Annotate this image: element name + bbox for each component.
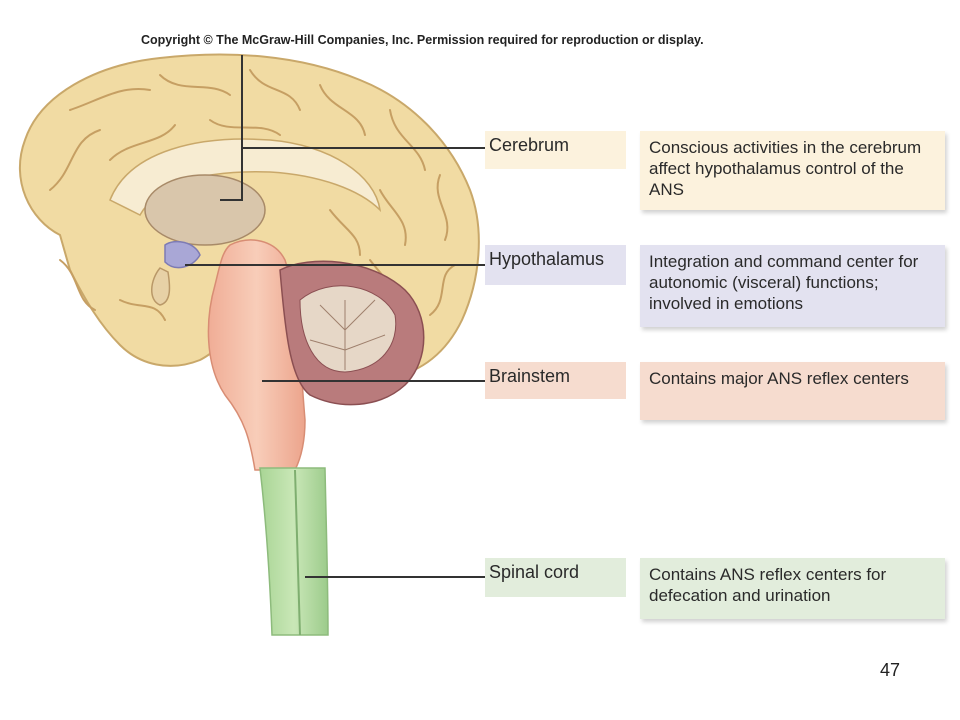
thalamus (144, 174, 266, 246)
pituitary (151, 267, 171, 306)
description-cerebrum: Conscious activities in the cerebrum aff… (640, 131, 945, 210)
hypothalamus-shape (164, 240, 201, 269)
description-brainstem: Contains major ANS reflex centers (640, 362, 945, 420)
label-hypothalamus: Hypothalamus (485, 245, 626, 285)
label-spinal-cord: Spinal cord (485, 558, 626, 597)
label-cerebrum: Cerebrum (485, 131, 626, 169)
cerebellum-arbor-vitae (299, 285, 397, 373)
cerebrum-leader-line (220, 55, 243, 201)
slide-number: 47 (880, 660, 901, 680)
label-brainstem: Brainstem (485, 362, 626, 399)
description-spinal-cord: Contains ANS reflex centers for defecati… (640, 558, 945, 619)
description-hypothalamus: Integration and command center for auton… (640, 245, 945, 327)
spinal-cord-shape (259, 467, 329, 636)
copyright-notice: Copyright © The McGraw-Hill Companies, I… (141, 33, 704, 47)
